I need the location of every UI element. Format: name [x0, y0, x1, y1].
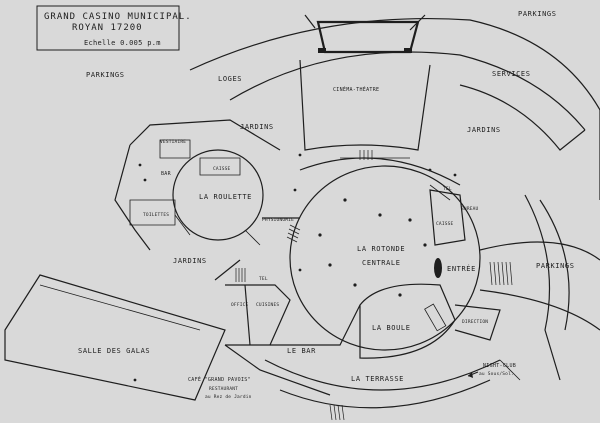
- label-caisse-left: CAISSE: [213, 166, 231, 172]
- label-tel-left: TEL: [259, 276, 268, 282]
- label-jardins-lower: JARDINS: [173, 257, 207, 265]
- terrace: [264, 359, 521, 409]
- label-parkings-top: PARKINGS: [518, 10, 557, 18]
- label-bureau: BUREAU: [461, 206, 479, 212]
- label-parkings-left: PARKINGS: [86, 71, 125, 79]
- roulette-wing: [114, 119, 300, 251]
- label-rotonde-line-1: LA ROTONDE: [357, 245, 405, 253]
- stairs-west: [235, 268, 246, 282]
- label-parkings-right: PARKINGS: [536, 262, 575, 270]
- label-physionomie: PHYSIONOMIE: [262, 217, 294, 223]
- label-direction: DIRECTION: [462, 319, 488, 325]
- stairs-rotunda-west: [286, 224, 301, 243]
- stairs-north: [359, 150, 373, 160]
- title-line-1: GRAND CASINO MUNICIPAL.: [44, 12, 192, 22]
- stairs-group: [235, 150, 513, 421]
- label-salle-des-galas: SALLE DES GALAS: [78, 347, 150, 355]
- la-boule-room: [359, 283, 501, 359]
- entrance-area: [434, 194, 600, 381]
- cinema-theatre-block: [299, 20, 431, 151]
- label-jardins-left: JARDINS: [240, 123, 274, 131]
- scale-note: Echelle 0.005 p.m: [84, 39, 161, 47]
- night-club-arrow-icon: [467, 371, 479, 378]
- label-cafe-line-2: RESTAURANT: [209, 386, 238, 392]
- room-labels: PARKINGS PARKINGS PARKINGS LOGES CINÉMA-…: [78, 10, 575, 400]
- label-services: SERVICES: [492, 70, 531, 78]
- label-la-boule: LA BOULE: [372, 324, 411, 332]
- label-jardins-right: JARDINS: [467, 126, 501, 134]
- label-cinema-theatre: CINÉMA-THÉATRE: [333, 85, 379, 93]
- label-cuisines: CUISINES: [256, 302, 279, 308]
- label-night-club-line-2: au Sous/Sol.: [479, 371, 514, 377]
- label-office: OFFICE: [231, 302, 249, 308]
- pillars: [133, 153, 457, 382]
- label-la-terrasse: LA TERRASSE: [351, 375, 404, 383]
- label-caisse-right: CAISSE: [436, 221, 454, 227]
- gala-wing: [4, 259, 361, 401]
- label-la-roulette: LA ROULETTE: [199, 193, 252, 201]
- label-loges: LOGES: [218, 75, 242, 83]
- stairs-south: [329, 404, 345, 421]
- label-entree: ENTRÉE: [447, 264, 476, 273]
- central-rotunda: [289, 157, 481, 351]
- outer-shell: [189, 14, 600, 200]
- label-tel-top: TEL: [443, 186, 452, 192]
- label-bar-small: BAR: [161, 171, 172, 177]
- label-cafe-line-1: CAFÉ "GRAND PAVOIS": [188, 375, 251, 383]
- label-toilettes: TOILETTES: [143, 212, 169, 218]
- label-night-club-line-1: NIGHT-CLUB: [483, 363, 516, 369]
- label-le-bar: LE BAR: [287, 347, 316, 355]
- label-rotonde-line-2: CENTRALE: [362, 259, 401, 267]
- title-block: GRAND CASINO MUNICIPAL. ROYAN 17200 Eche…: [36, 5, 192, 51]
- label-vestiaire: VESTIAIRE: [160, 139, 186, 145]
- title-line-2: ROYAN 17200: [72, 23, 143, 33]
- stairs-entrance: [489, 261, 513, 286]
- label-cafe-line-3: au Rez de Jardin: [205, 394, 252, 400]
